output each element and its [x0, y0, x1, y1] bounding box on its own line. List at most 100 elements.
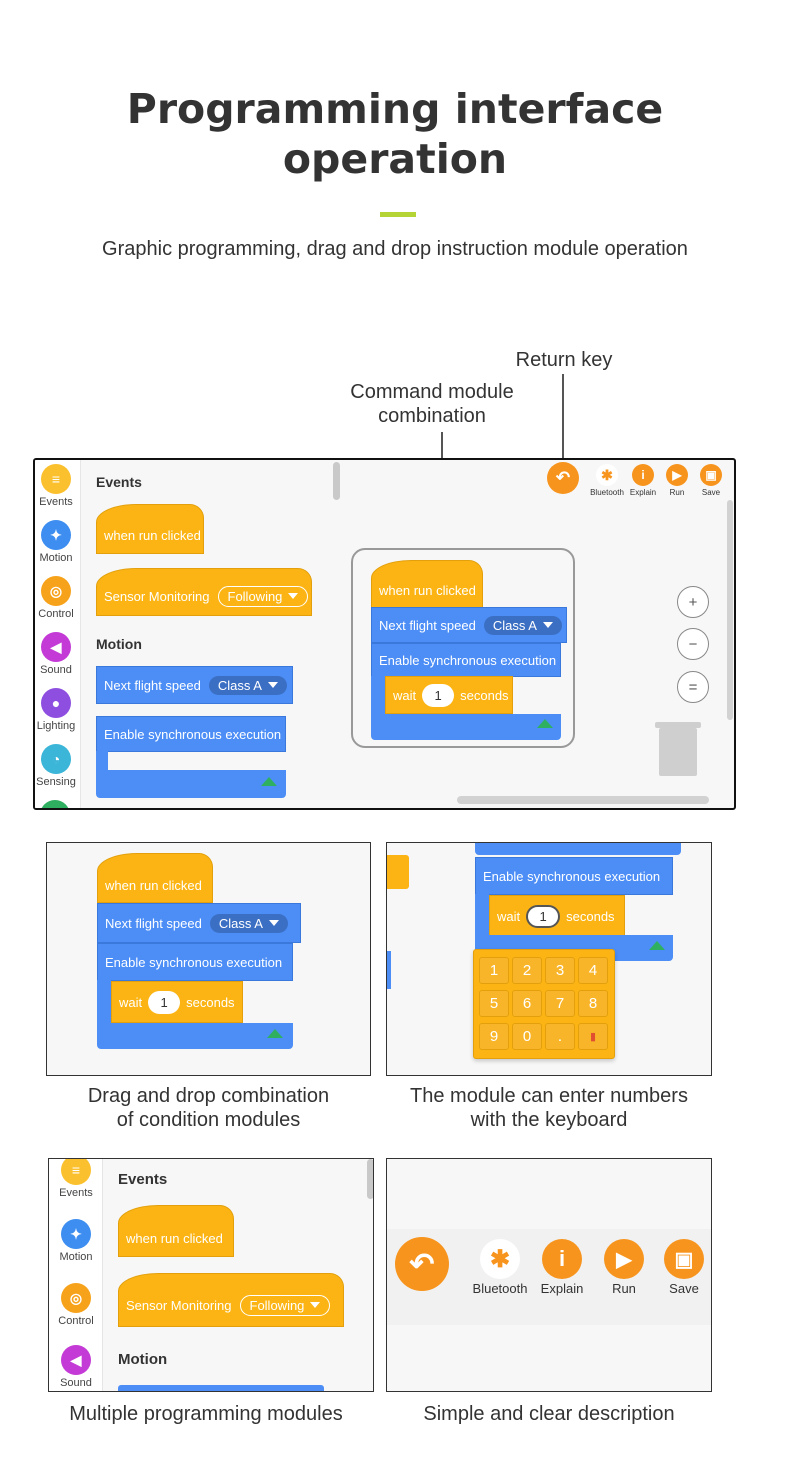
following-dropdown[interactable]: Following	[239, 1294, 331, 1316]
category-label: Events	[39, 496, 73, 508]
key-8[interactable]: 8	[578, 990, 608, 1017]
chevron-down-icon	[288, 593, 299, 599]
block-enable-sync-footer	[96, 770, 286, 798]
palette-scrollbar[interactable]	[333, 462, 340, 500]
block-when-run-clicked[interactable]: when run clicked	[96, 504, 204, 554]
zoom-in-button[interactable]: +	[677, 586, 709, 618]
wait-value-input-active[interactable]: 1	[526, 904, 561, 928]
multiple-modules-panel: ≡ Events ✦ Motion ◎ Control ◀ Sound Even…	[48, 1158, 374, 1392]
caption-keyboard-line1: The module can enter numbers	[410, 1085, 688, 1107]
category-label: Lighting	[36, 720, 76, 732]
dropdown-value: Following	[227, 588, 283, 604]
toolbar-run[interactable]: ▶ Run	[597, 1239, 651, 1296]
key-dot[interactable]: .	[545, 1023, 575, 1050]
block-sensor-monitoring[interactable]: Sensor Monitoring Following	[96, 568, 312, 616]
block-wait[interactable]: wait 1 seconds	[489, 895, 625, 937]
speaker-icon: ◀	[41, 632, 71, 662]
sync-footer	[97, 1023, 293, 1049]
category-sensing[interactable]: ◔ Sensing	[35, 744, 83, 788]
key-3[interactable]: 3	[545, 957, 575, 984]
block-label: Next flight speed	[105, 915, 202, 931]
class-dropdown[interactable]: Class A	[483, 615, 562, 635]
expand-triangle-icon[interactable]	[537, 719, 553, 728]
category-motion[interactable]: ✦ Motion	[49, 1219, 103, 1263]
key-1[interactable]: 1	[479, 957, 509, 984]
workspace-horizontal-scrollbar[interactable]	[457, 796, 709, 804]
running-person-icon: ✦	[61, 1219, 91, 1249]
delete-key-trash-icon[interactable]: ▮	[578, 1023, 608, 1050]
expand-triangle-icon[interactable]	[267, 1029, 283, 1038]
toolbar-run[interactable]: ▶ Run	[661, 464, 693, 497]
wait-value-input[interactable]: 1	[422, 683, 455, 707]
page-title-line1: Programming interface	[126, 85, 664, 133]
category-events[interactable]: ≡ Events	[49, 1159, 103, 1199]
category-events[interactable]: ≡ Events	[35, 464, 83, 508]
block-label: Next flight speed	[379, 617, 476, 633]
drag-drop-panel: when run clicked Next flight speed Class…	[46, 842, 371, 1076]
toolbar-explain[interactable]: i Explain	[535, 1239, 589, 1296]
block-next-flight-speed[interactable]: Next flight speed Class A	[97, 903, 301, 943]
caption-drag-line1: Drag and drop combination	[87, 1085, 330, 1107]
play-icon: ▶	[604, 1239, 644, 1279]
command-callout-line1: Command module	[350, 381, 514, 403]
dropdown-value: Class A	[492, 617, 537, 633]
block-sensor-monitoring[interactable]: Sensor Monitoring Following	[118, 1273, 344, 1327]
key-2[interactable]: 2	[512, 957, 542, 984]
category-sound[interactable]: ◀ Sound	[35, 632, 83, 676]
key-9[interactable]: 9	[479, 1023, 509, 1050]
category-lighting[interactable]: ● Lighting	[35, 688, 83, 732]
toolbar-label: Save	[669, 1281, 699, 1296]
toolbar-explain[interactable]: i Explain	[625, 464, 661, 497]
expand-triangle-icon[interactable]	[649, 941, 665, 950]
toolbar-save[interactable]: ▣ Save	[695, 464, 727, 497]
toolbar-bluetooth[interactable]: ✱ Bluetooth	[587, 464, 627, 497]
block-enable-sync[interactable]: Enable synchronous execution	[96, 716, 286, 752]
toolbar-save[interactable]: ▣ Save	[657, 1239, 711, 1296]
category-label: Motion	[39, 552, 73, 564]
script-block-wait[interactable]: wait 1 seconds	[385, 676, 513, 714]
palette-heading-events: Events	[118, 1171, 168, 1188]
zoom-out-button[interactable]: −	[677, 628, 709, 660]
class-dropdown[interactable]: Class A	[209, 913, 288, 933]
block-enable-sync[interactable]: Enable synchronous execution	[97, 943, 293, 981]
block-when-run-clicked[interactable]: when run clicked	[97, 853, 213, 903]
back-arrow-icon[interactable]: ↶	[395, 1237, 449, 1291]
key-7[interactable]: 7	[545, 990, 575, 1017]
script-sync-footer	[371, 714, 561, 740]
block-when-run-clicked[interactable]: when run clicked	[118, 1205, 234, 1257]
target-icon: ◎	[41, 576, 71, 606]
category-sound[interactable]: ◀ Sound	[49, 1345, 103, 1389]
expand-triangle-icon[interactable]	[261, 777, 277, 786]
following-dropdown[interactable]: Following	[217, 585, 309, 607]
caption-multiple: Multiple programming modules	[69, 1403, 343, 1425]
wait-value-input[interactable]: 1	[148, 990, 181, 1014]
block-next-flight-speed[interactable]: Next flight speed Class A	[96, 666, 293, 704]
block-wait[interactable]: wait 1 seconds	[111, 981, 243, 1023]
script-block-enable-sync[interactable]: Enable synchronous execution	[371, 643, 561, 677]
category-motion[interactable]: ✦ Motion	[35, 520, 83, 564]
key-4[interactable]: 4	[578, 957, 608, 984]
palette-scrollbar[interactable]	[367, 1159, 373, 1199]
block-enable-sync[interactable]: Enable synchronous execution	[475, 857, 673, 895]
script-block-when-run-clicked[interactable]: when run clicked	[371, 560, 483, 608]
toolbar-bluetooth[interactable]: ✱ Bluetooth	[467, 1239, 533, 1296]
back-arrow-icon[interactable]: ↶	[547, 462, 579, 494]
caption-simple: Simple and clear description	[423, 1403, 675, 1425]
class-dropdown[interactable]: Class A	[208, 675, 287, 695]
title-accent-bar	[380, 212, 416, 217]
zoom-reset-button[interactable]: =	[677, 671, 709, 703]
block-label: seconds	[186, 994, 235, 1010]
category-control[interactable]: ◎ Control	[35, 576, 83, 620]
caption-drag-line2: of condition modules	[116, 1109, 301, 1131]
save-icon: ▣	[664, 1239, 704, 1279]
key-0[interactable]: 0	[512, 1023, 542, 1050]
category-label: Control	[58, 1315, 94, 1327]
trash-can-icon[interactable]	[659, 728, 697, 776]
key-5[interactable]: 5	[479, 990, 509, 1017]
key-6[interactable]: 6	[512, 990, 542, 1017]
category-control[interactable]: ◎ Control	[49, 1283, 103, 1327]
bluetooth-icon: ✱	[480, 1239, 520, 1279]
workspace-vertical-scrollbar[interactable]	[727, 500, 733, 720]
partial-block	[387, 951, 391, 989]
script-block-next-flight-speed[interactable]: Next flight speed Class A	[371, 607, 567, 643]
